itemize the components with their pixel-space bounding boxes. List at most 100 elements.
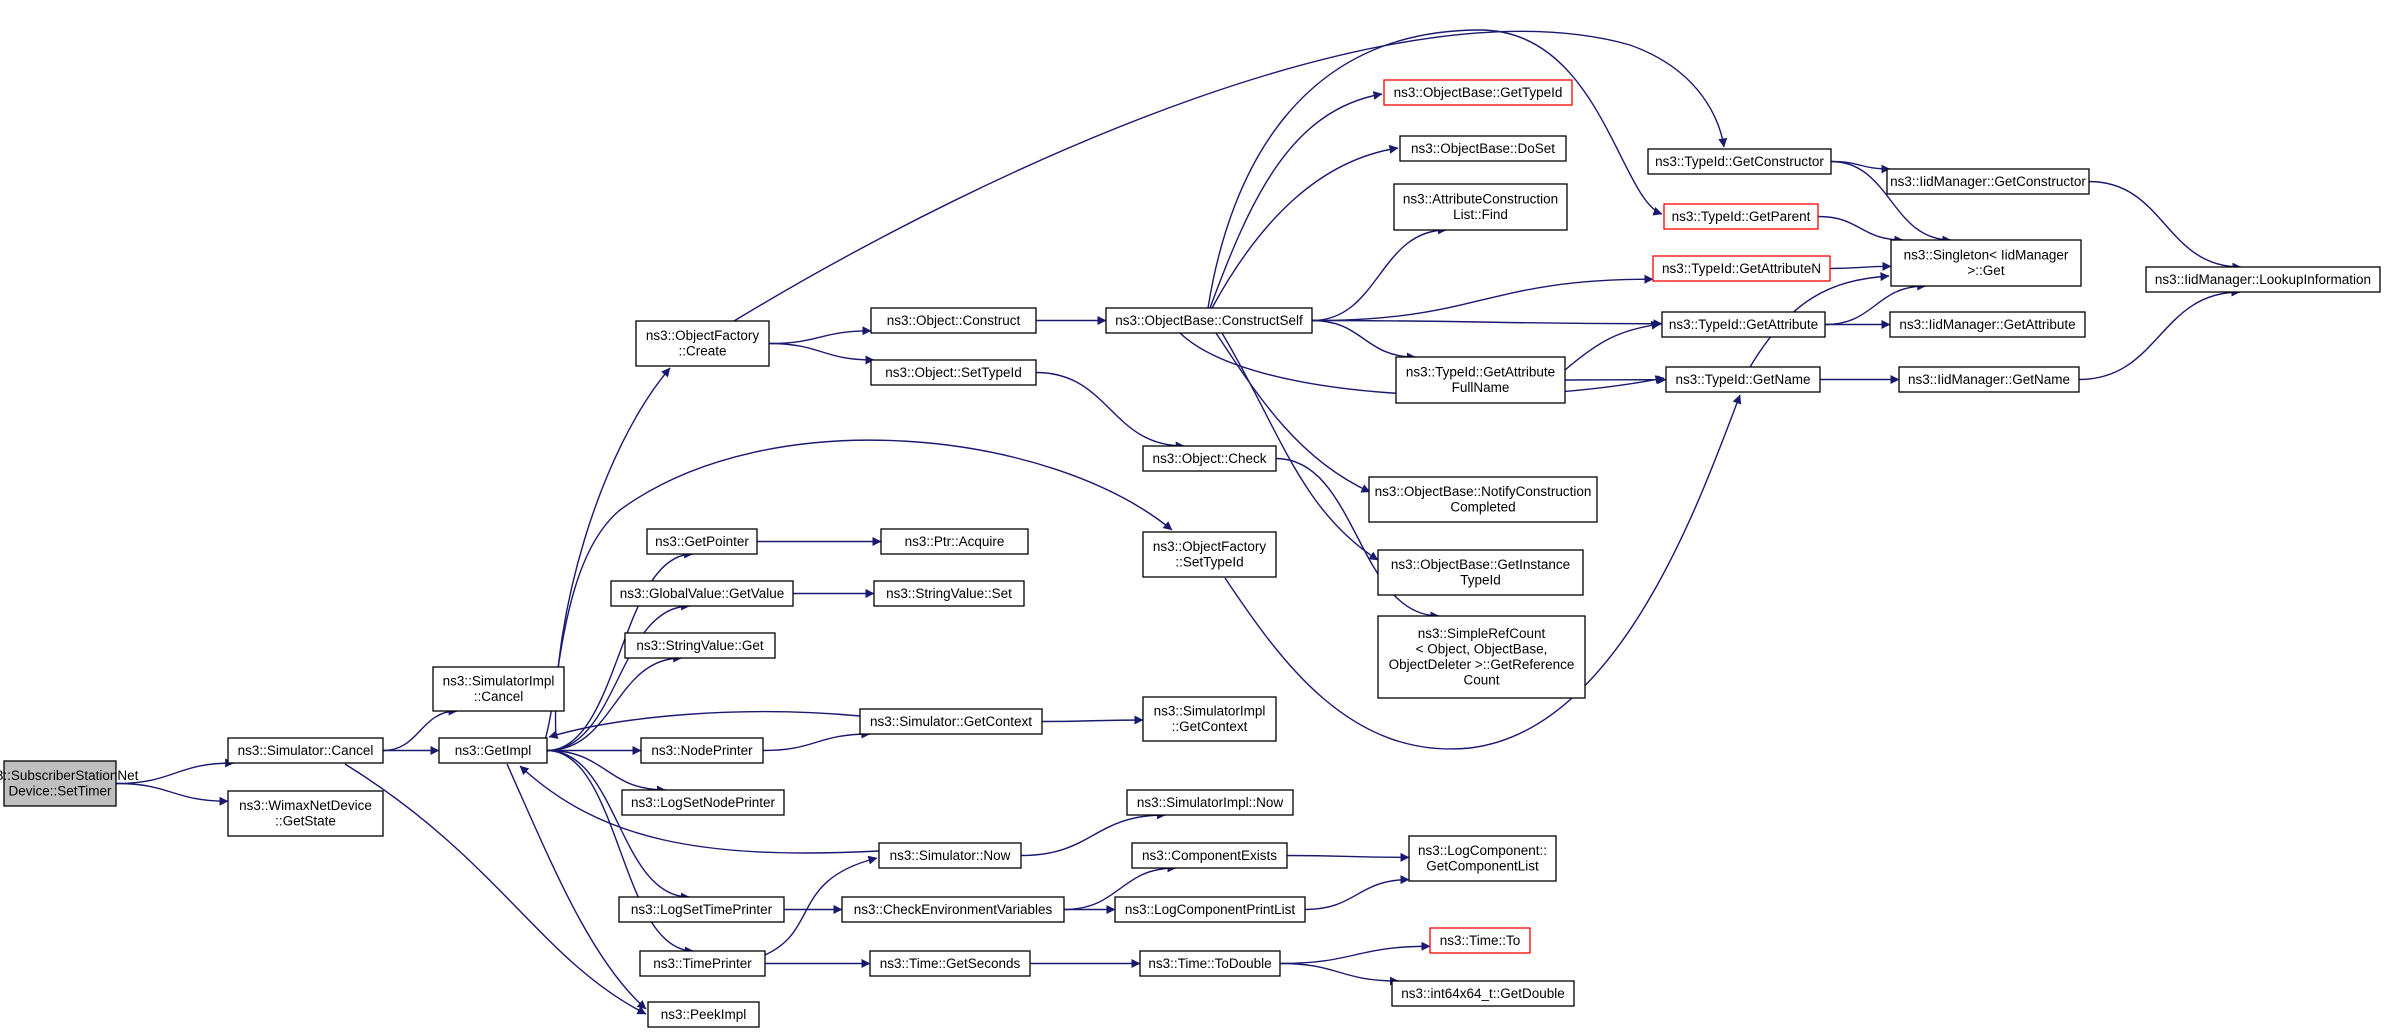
node-box	[1139, 950, 1281, 977]
node-tid-getname[interactable]: ns3::TypeId::GetName	[1665, 366, 1821, 393]
node-simplerefcount[interactable]: ns3::SimpleRefCount< Object, ObjectBase,…	[1377, 615, 1586, 699]
edge-iid_getname-to-iid_lookupinfo	[2078, 287, 2241, 381]
node-label: ns3::TypeId::GetAttribute	[1669, 317, 1818, 332]
node-time-getseconds[interactable]: ns3::Time::GetSeconds	[869, 950, 1031, 977]
node-iid-getattribute[interactable]: ns3::IidManager::GetAttribute	[1889, 311, 2086, 338]
node-sim-cancel[interactable]: ns3::Simulator::Cancel	[227, 737, 384, 764]
node-label: ns3::Time::ToDouble	[1148, 956, 1271, 971]
edge-tid_getconstructor-to-singleton_get	[1830, 160, 1952, 245]
node-logcomp-getlist[interactable]: ns3::LogComponent::GetComponentList	[1408, 835, 1557, 882]
edge-getimpl-to-logtimeprinter	[546, 749, 690, 902]
node-getimpl[interactable]: ns3::GetImpl	[438, 737, 548, 764]
edge-getimpl-to-of_settypeid	[544, 439, 1173, 741]
node-sv-get[interactable]: ns3::StringValue::Get	[624, 632, 776, 659]
edge-tid_getattrfullname-to-tid_getattribute	[1564, 320, 1661, 371]
node-gv-getvalue[interactable]: ns3::GlobalValue::GetValue	[610, 580, 794, 607]
edge-of_settypeid-to-tid_getname	[1224, 394, 1742, 750]
node-box	[1391, 980, 1575, 1007]
node-time-to[interactable]: ns3::Time::To	[1429, 927, 1531, 954]
node-nodeprinter[interactable]: ns3::NodePrinter	[640, 737, 764, 764]
node-ob-constructself[interactable]: ns3::ObjectBase::ConstructSelf	[1105, 307, 1313, 334]
node-box	[621, 789, 785, 816]
edge-of_create-to-tid_getconstructor	[733, 30, 1728, 322]
edge-ob_constructself-to-ob_doset	[1211, 144, 1399, 309]
edge-tid_getname-to-singleton_get	[1749, 272, 1890, 368]
node-box	[1377, 615, 1586, 699]
node-label: ns3::ComponentExists	[1142, 848, 1277, 863]
node-box	[870, 307, 1037, 334]
edge-sst-to-wimax_getstate	[115, 782, 229, 806]
edge-logcompprintlist-to-logcomp_getlist	[1304, 875, 1410, 911]
node-iid-getname[interactable]: ns3::IidManager::GetName	[1898, 366, 2080, 393]
node-label: ns3::ObjectBase::GetTypeId	[1394, 85, 1563, 100]
node-simimpl-cancel[interactable]: ns3::SimulatorImpl::Cancel	[432, 666, 565, 712]
node-box	[1665, 366, 1821, 393]
node-lognodeprinter[interactable]: ns3::LogSetNodePrinter	[621, 789, 785, 816]
node-box	[869, 950, 1031, 977]
node-peekimpl[interactable]: ns3::PeekImpl	[647, 1001, 760, 1028]
node-obj-settypeid[interactable]: ns3::Object::SetTypeId	[870, 359, 1037, 386]
node-label: >::Get	[1967, 263, 2004, 278]
node-label: ::Cancel	[474, 689, 524, 704]
node-box	[1429, 927, 1531, 954]
node-singleton-get[interactable]: ns3::Singleton< IidManager>::Get	[1890, 239, 2082, 287]
edge-sim_cancel-to-simimpl_cancel	[382, 706, 458, 752]
node-ob-gettypeid[interactable]: ns3::ObjectBase::GetTypeId	[1383, 79, 1573, 106]
node-tid-getparent[interactable]: ns3::TypeId::GetParent	[1663, 203, 1819, 230]
node-box	[1142, 531, 1277, 578]
node-obj-construct[interactable]: ns3::Object::Construct	[870, 307, 1037, 334]
edge-obj_check-to-simplerefcount	[1275, 457, 1440, 621]
node-logtimeprinter[interactable]: ns3::LogSetTimePrinter	[618, 896, 785, 923]
node-simimpl-now[interactable]: ns3::SimulatorImpl::Now	[1126, 789, 1294, 816]
edge-time_todouble-to-time_to	[1279, 941, 1431, 965]
nodes-layer: ns3::SubscriberStationNetDevice::SetTime…	[0, 79, 2381, 1028]
node-label: ns3::StringValue::Get	[636, 638, 764, 653]
node-getpointer[interactable]: ns3::GetPointer	[646, 528, 758, 555]
edge-iid_getconstructor-to-iid_lookupinfo	[2088, 180, 2242, 272]
edge-getimpl-to-gv_getvalue	[546, 601, 691, 752]
node-ob-doset[interactable]: ns3::ObjectBase::DoSet	[1399, 135, 1567, 162]
node-box	[647, 1001, 760, 1028]
edge-ob_constructself-to-acl_find	[1311, 225, 1447, 322]
node-box	[1889, 311, 2086, 338]
node-tid-getattributen[interactable]: ns3::TypeId::GetAttributeN	[1652, 255, 1831, 282]
node-label: ns3::LogSetNodePrinter	[631, 795, 776, 810]
node-label: ns3::IidManager::GetConstructor	[1890, 174, 2086, 189]
node-box	[1898, 366, 2080, 393]
node-wimax-getstate[interactable]: ns3::WimaxNetDevice::GetState	[227, 790, 384, 837]
node-sim-getcontext[interactable]: ns3::Simulator::GetContext	[859, 708, 1043, 735]
node-simimpl-getcontext[interactable]: ns3::SimulatorImpl::GetContext	[1142, 696, 1277, 742]
node-label: ns3::Time::GetSeconds	[880, 956, 1021, 971]
node-box	[1886, 168, 2090, 195]
node-label: Completed	[1450, 500, 1515, 515]
node-sst[interactable]: ns3::SubscriberStationNetDevice::SetTime…	[0, 760, 139, 807]
node-time-todouble[interactable]: ns3::Time::ToDouble	[1139, 950, 1281, 977]
node-logcompprintlist[interactable]: ns3::LogComponentPrintList	[1114, 896, 1306, 923]
edge-checkenv-to-compexists	[1063, 863, 1177, 911]
node-box	[870, 359, 1037, 386]
node-box	[1105, 307, 1313, 334]
node-of-create[interactable]: ns3::ObjectFactory::Create	[635, 320, 770, 367]
node-label: ns3::TypeId::GetParent	[1672, 209, 1811, 224]
node-of-settypeid[interactable]: ns3::ObjectFactory::SetTypeId	[1142, 531, 1277, 578]
node-label: ns3::WimaxNetDevice	[239, 798, 372, 813]
node-tid-getattribute[interactable]: ns3::TypeId::GetAttribute	[1661, 311, 1826, 338]
node-tid-getconstructor[interactable]: ns3::TypeId::GetConstructor	[1647, 148, 1832, 175]
node-int64-getdouble[interactable]: ns3::int64x64_t::GetDouble	[1391, 980, 1575, 1007]
node-sv-set[interactable]: ns3::StringValue::Set	[873, 580, 1025, 607]
node-label: ns3::Simulator::Now	[890, 848, 1011, 863]
node-checkenv[interactable]: ns3::CheckEnvironmentVariables	[841, 896, 1065, 923]
node-timeprinter[interactable]: ns3::TimePrinter	[639, 950, 766, 977]
node-obj-check[interactable]: ns3::Object::Check	[1142, 445, 1277, 472]
edge-ob_constructself-to-ob_getinstancetypeid	[1221, 332, 1379, 561]
node-ob-notify[interactable]: ns3::ObjectBase::NotifyConstructionCompl…	[1368, 476, 1598, 523]
node-label: ns3::LogSetTimePrinter	[631, 902, 773, 917]
node-sim-now[interactable]: ns3::Simulator::Now	[878, 842, 1022, 869]
node-ptr-acquire[interactable]: ns3::Ptr::Acquire	[880, 528, 1029, 555]
node-iid-getconstructor[interactable]: ns3::IidManager::GetConstructor	[1886, 168, 2090, 195]
node-compexists[interactable]: ns3::ComponentExists	[1131, 842, 1288, 869]
node-iid-lookupinfo[interactable]: ns3::IidManager::LookupInformation	[2145, 266, 2381, 293]
